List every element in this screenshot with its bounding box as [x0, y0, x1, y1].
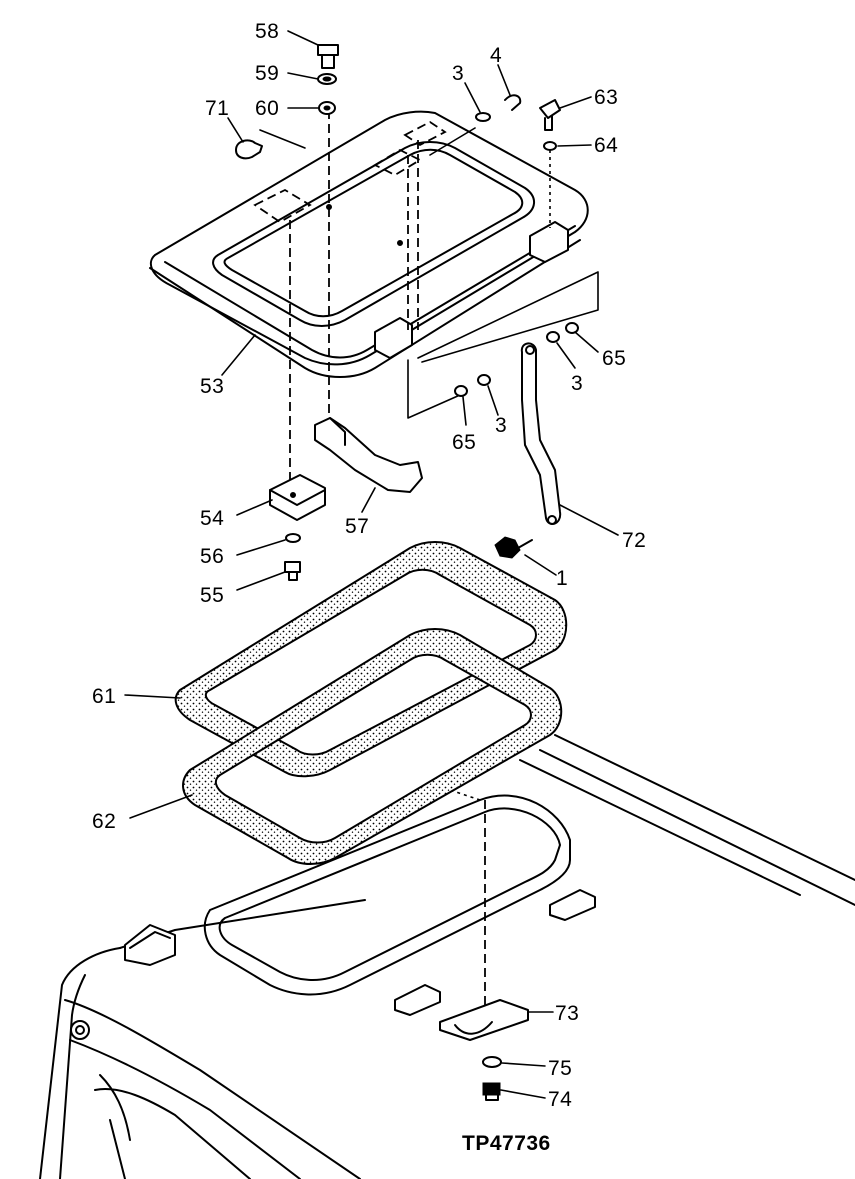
callout-3-mid: 3	[495, 414, 507, 437]
callout-54: 54	[200, 507, 224, 530]
callout-56: 56	[200, 545, 224, 568]
callout-3-top: 3	[452, 62, 464, 85]
figure-id: TP47736	[462, 1132, 551, 1155]
callout-57: 57	[345, 515, 369, 538]
callout-61: 61	[92, 685, 116, 708]
alignment-lines	[259, 110, 599, 1015]
seal-61	[174, 541, 568, 778]
washers-mid	[454, 322, 579, 397]
callout-71: 71	[205, 97, 229, 120]
latch-bracket	[269, 474, 326, 521]
seal-62	[182, 628, 563, 865]
leader-lines	[124, 30, 619, 1099]
lower-hardware	[284, 533, 301, 581]
hardware-top	[235, 44, 561, 228]
callout-4: 4	[490, 44, 502, 67]
callout-65-right: 65	[602, 347, 626, 370]
callout-1: 1	[556, 567, 568, 590]
callout-58: 58	[255, 20, 279, 43]
stay-arm	[520, 342, 562, 525]
lower-bracket	[394, 889, 596, 1101]
callout-53: 53	[200, 375, 224, 398]
hatch-lid	[149, 110, 589, 378]
callout-72: 72	[622, 529, 646, 552]
callout-75: 75	[548, 1057, 572, 1080]
cab-roof	[39, 734, 855, 1179]
callout-labels: 58 59 60 71 3 4 63 64 53 65 3 3 65 54 57…	[92, 20, 646, 1111]
callout-55: 55	[200, 584, 224, 607]
callout-74: 74	[548, 1088, 572, 1111]
callout-63: 63	[594, 86, 618, 109]
knob	[494, 536, 533, 559]
callout-3-right: 3	[571, 372, 583, 395]
callout-60: 60	[255, 97, 279, 120]
callout-64: 64	[594, 134, 618, 157]
callout-65-mid: 65	[452, 431, 476, 454]
handle	[314, 417, 423, 493]
callout-73: 73	[555, 1002, 579, 1025]
callout-59: 59	[255, 62, 279, 85]
callout-62: 62	[92, 810, 116, 833]
